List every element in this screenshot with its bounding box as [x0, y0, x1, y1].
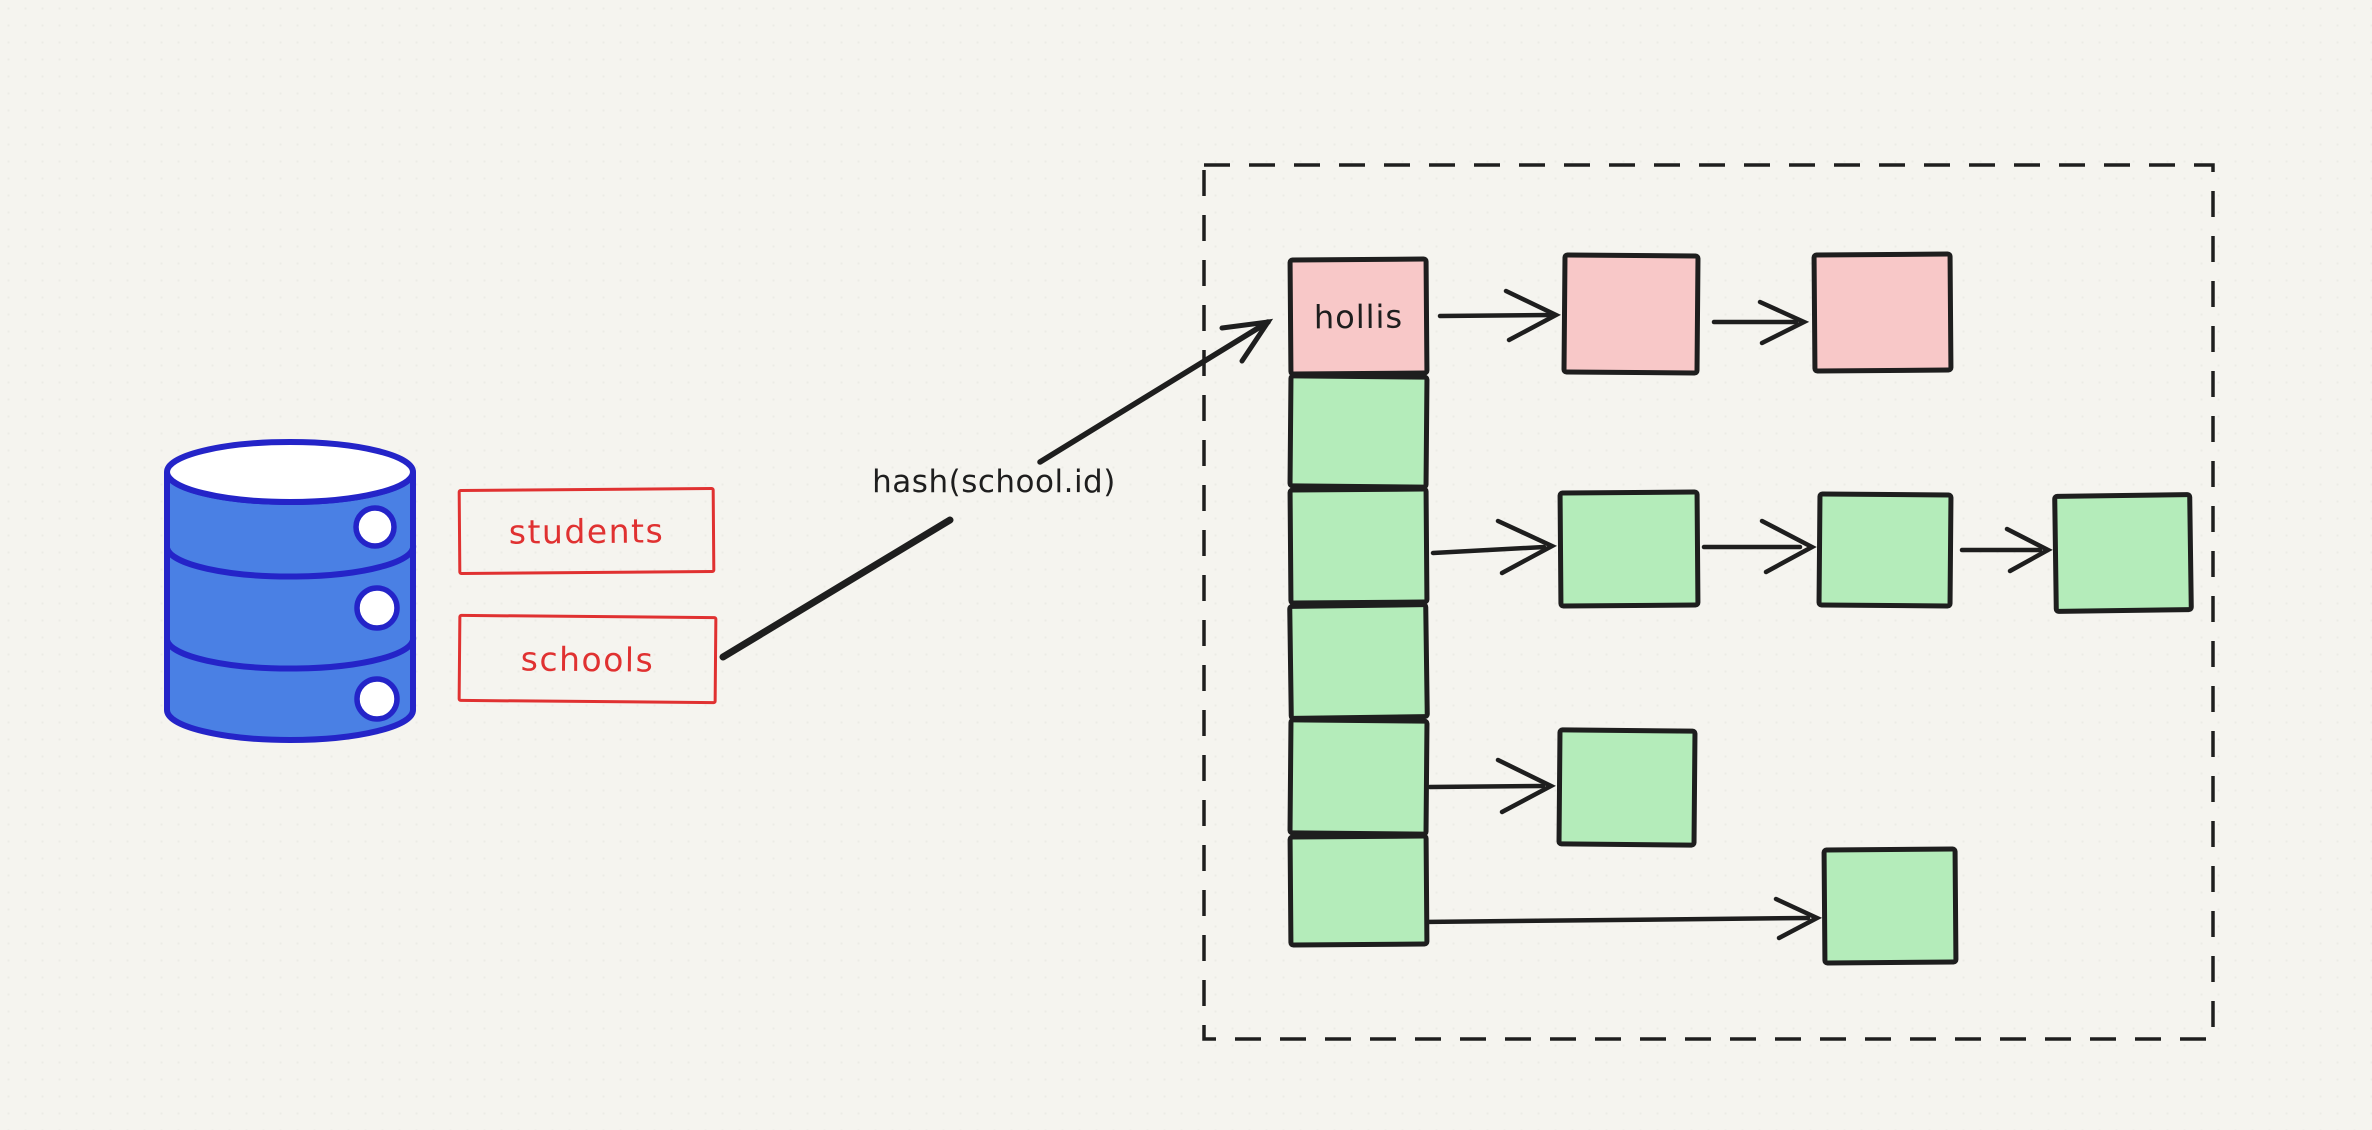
arrow-green-node2-to-node3	[1959, 526, 2053, 574]
table-label-students: students	[508, 510, 665, 552]
chain-node-hollis-1	[1561, 252, 1701, 376]
chain-node-hollis-2	[1811, 251, 1954, 374]
table-box-schools: schools	[457, 613, 718, 705]
hash-table-boundary	[1202, 163, 2215, 1041]
bucket-cell-6	[1287, 833, 1430, 948]
bucket-cell-4	[1287, 602, 1430, 721]
arrow-green-node1-to-node2	[1701, 518, 1817, 575]
chain-arrows	[1417, 288, 2053, 941]
table-box-students: students	[457, 486, 716, 576]
hash-arrow	[719, 318, 1274, 661]
table-label-schools: schools	[520, 638, 655, 680]
arrow-node1-to-node2	[1711, 299, 1810, 346]
bucket-cell-5	[1287, 717, 1430, 837]
arrow-bucket6-to-node	[1417, 896, 1823, 941]
arrow-bucket5-to-node	[1427, 757, 1556, 815]
bucket-cell-3	[1287, 486, 1430, 606]
chain-node-b3-3	[2052, 492, 2194, 614]
chain-node-b3-1	[1557, 489, 1701, 609]
arrow-bucket3-to-chain	[1430, 518, 1558, 576]
database-icon	[164, 439, 417, 743]
chain-node-b3-2	[1816, 491, 1954, 609]
chain-node-b6-1	[1821, 846, 1959, 966]
chain-node-b5-1	[1556, 727, 1698, 848]
bucket-label-hollis: hollis	[1313, 297, 1404, 336]
bucket-cell-hollis: hollis	[1287, 256, 1430, 377]
bucket-cell-2	[1287, 373, 1430, 490]
arrow-hollis-to-node1	[1437, 288, 1561, 343]
hash-function-label: hash(school.id)	[872, 464, 1116, 500]
